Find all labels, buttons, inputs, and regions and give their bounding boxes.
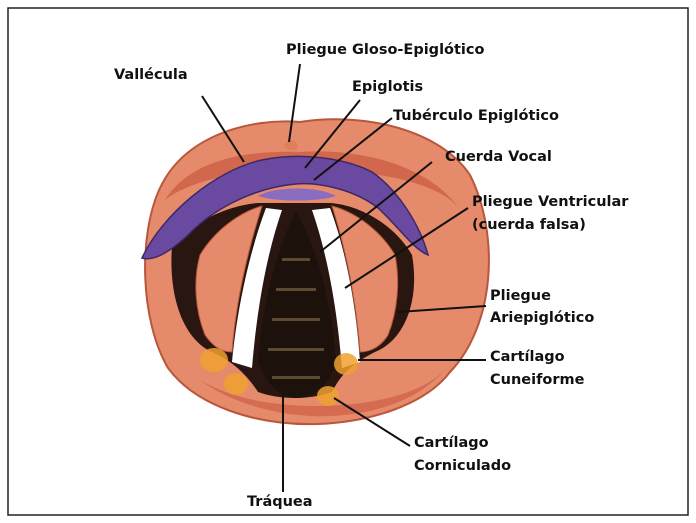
corniculate-cartilage-right xyxy=(317,386,339,406)
label-tuberculo: Tubérculo Epiglótico xyxy=(393,108,559,124)
label-cuerda-vocal: Cuerda Vocal xyxy=(445,149,552,165)
label-cuerda-falsa: (cuerda falsa) xyxy=(472,217,586,233)
label-epiglotis: Epiglotis xyxy=(352,79,423,95)
label-cartilago-corniculado: Cartílago xyxy=(414,435,489,451)
label-corniculado: Corniculado xyxy=(414,458,511,474)
label-ariepiglotico: Ariepiglótico xyxy=(490,310,594,326)
label-cartilago-cuneiforme: Cartílago xyxy=(490,349,565,365)
cuneiform-cartilage-right xyxy=(334,353,358,375)
label-cuneiforme: Cuneiforme xyxy=(490,372,585,388)
label-pliegue-gloso: Pliegue Gloso-Epiglótico xyxy=(286,42,484,58)
label-vallecula: Vallécula xyxy=(114,67,188,83)
label-pliegue-ventricular: Pliegue Ventricular xyxy=(472,194,629,210)
label-pliegue: Pliegue xyxy=(490,288,551,304)
label-traquea: Tráquea xyxy=(247,494,313,510)
corniculate-cartilage-left xyxy=(224,373,248,395)
cuneiform-cartilage-left xyxy=(200,348,228,372)
